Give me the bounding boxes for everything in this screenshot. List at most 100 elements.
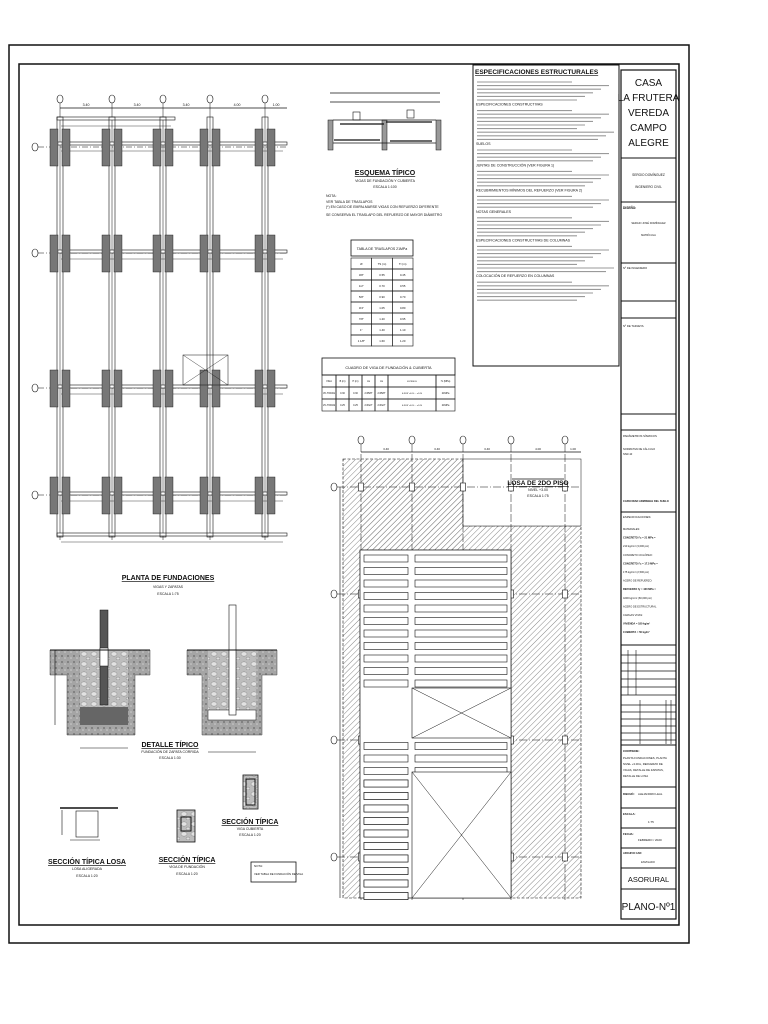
slab-section-drawing (60, 807, 118, 841)
joist (363, 767, 409, 775)
scheme-note-2: (*) EN CASO DE EMPALMARSE VIGAS CON REFU… (326, 205, 439, 209)
joist (363, 817, 409, 825)
grid-bubble (330, 735, 338, 745)
joist (363, 617, 409, 625)
table-cell-text: E Ø3/8" c/0.10 ... c/0.20 (402, 405, 422, 407)
project-name-line: ALEGRE (628, 138, 669, 149)
column-footing (113, 476, 123, 515)
grid-bubble (507, 435, 515, 445)
file-label: ARCHIVO CAD: (623, 851, 642, 855)
dimension-label: 4.00 (234, 103, 241, 107)
table-cell-text: 1" (360, 328, 363, 332)
table-cell-text: 0.70 (400, 295, 406, 299)
column-footing (199, 476, 209, 515)
file-value: ENVIGADO (641, 860, 655, 864)
table-cell-text: H (m) (353, 380, 359, 383)
foundation-beam (108, 116, 116, 538)
table-cell-text: 0.25 (353, 404, 358, 407)
organization-name: ASORURAL (628, 875, 669, 884)
table-cell-text: 0.95 (400, 317, 406, 321)
table-cell-text: Ø (360, 262, 363, 266)
grid-bubble (159, 94, 167, 104)
table-cell (392, 334, 414, 347)
foundation-plan-title: PLANTA DE FUNDACIONES (122, 575, 215, 582)
date-label: FECHA: (623, 832, 634, 836)
table-cell-text: 0.30 (340, 392, 345, 395)
column-footing (61, 369, 71, 408)
material-spec-line: CONCRETO CICLÓPEO: (623, 552, 653, 557)
beam-table: CUADRO DE VIGA DE FUNDACIÓN & CUBIERTAVI… (321, 357, 456, 412)
grid-bubble (31, 383, 39, 393)
column-footing (101, 234, 111, 273)
column-footing (164, 369, 174, 408)
table-cell-text: 5/8" (359, 295, 364, 299)
foundation-beam (56, 532, 288, 537)
column-footing (113, 128, 123, 167)
column-footing (211, 476, 221, 515)
table-cell-text: 21MPa (442, 404, 450, 407)
project-name-line: VEREDA (628, 108, 669, 119)
table-cell-text: As (380, 380, 384, 383)
joist (363, 592, 409, 600)
foundation-beam-section-scale: ESCALA 1:20 (176, 872, 197, 876)
joist (414, 667, 508, 675)
joist (363, 567, 409, 575)
scale-value: 1:75 (648, 820, 654, 824)
table-cell-text: 3/8" (359, 273, 364, 277)
foundation-plan-subtitle: VIGAS Y ZAPATAS (153, 585, 184, 589)
column-footing (152, 369, 162, 408)
column-footing (164, 128, 174, 167)
column-footing (113, 369, 123, 408)
material-spec-line: CARGAS VIVAS: (623, 613, 643, 617)
specifications-box (472, 64, 620, 367)
dimension-label: 1.00 (273, 103, 280, 107)
joist (363, 554, 409, 563)
material-spec-line: 210 kg/cm² (3,000 psi) (623, 544, 649, 548)
scheme-note-1: VER TABLA DE TRASLAPOS (326, 200, 373, 204)
project-name-line: CASA (635, 78, 663, 89)
material-spec-line: REFUERZO fy = 420 MPa = (623, 587, 656, 591)
joist (363, 842, 409, 850)
joist (414, 617, 508, 625)
calc-norm: NORMATIVA DE CÁLCULO (623, 447, 655, 451)
grid-bubble (261, 94, 269, 104)
scheme-title: ESQUEMA TÍPICO (355, 168, 416, 177)
contains-label: CONTIENE: (623, 749, 640, 753)
column-footing (266, 234, 276, 273)
material-spec-line: CUBIERTA = 50 kg/m² (623, 630, 650, 634)
design-value: MATRÍCULA (641, 233, 656, 237)
material-spec-line: VIVIENDA = 180 kg/m² (623, 622, 650, 626)
joist (414, 604, 508, 613)
table-cell-text: 0.55 (379, 273, 385, 277)
joist (363, 829, 409, 838)
foundation-plan-scale: ESCALA 1:75 (157, 592, 178, 596)
detail-note-box (250, 861, 297, 883)
specs-label: ESPECIFICACIONES: (623, 515, 651, 519)
card-number-label: Nº DE TARJETA: (623, 324, 644, 328)
joist (414, 654, 508, 663)
table-cell-text: 2 Ø5/8" (377, 392, 385, 395)
grid-bubble (330, 589, 338, 599)
table-cell-text: 3/4" (359, 306, 364, 310)
column-footing (49, 369, 59, 408)
dimension-label: 1.00 (570, 447, 576, 451)
column-footing (101, 476, 111, 515)
inner-frame (18, 63, 680, 926)
footing-detail-right (186, 604, 278, 753)
outer-frame (8, 44, 690, 944)
table-cell-text: 0.30 (353, 392, 358, 395)
foundation-beam (56, 116, 64, 538)
column-footing (61, 234, 71, 273)
design-value: SERGIO JOSÉ DOMÍNGUEZ (631, 220, 666, 225)
drawn-label: DIBUJÓ: (623, 791, 635, 796)
dimension-label: 3.40 (83, 103, 90, 107)
spec-section-heading: RECUBRIMIENTOS MÍNIMOS DEL REFUERZO (VER… (476, 188, 582, 192)
dimension-label: 3.40 (183, 103, 190, 107)
lap-table-title: TABLA DE TRASLAPOS 21MPa (357, 247, 408, 251)
foundation-beam (56, 116, 176, 121)
scheme-scale: ESCALA 1:100 (373, 185, 396, 189)
joist (363, 742, 409, 750)
typical-scheme-drawing (327, 92, 442, 151)
column-footing (211, 128, 221, 167)
column-footing (199, 128, 209, 167)
